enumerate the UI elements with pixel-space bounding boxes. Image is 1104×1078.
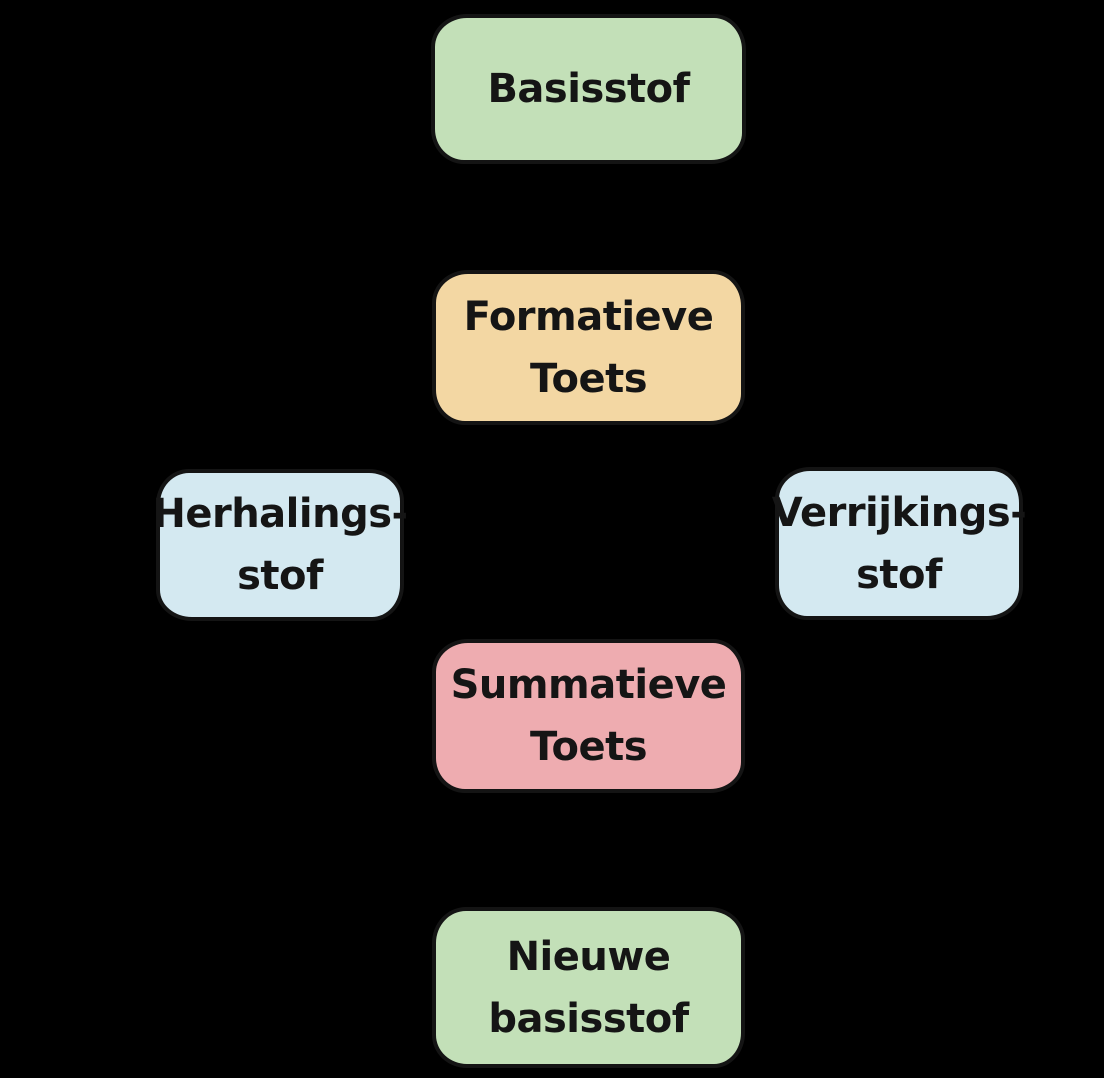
node-herhalingsstof-label-line2: stof: [237, 553, 323, 599]
node-summatieve-toets-label-line1: Summatieve: [450, 662, 727, 708]
node-verrijkingsstof-label-line2: stof: [856, 551, 942, 598]
node-verrijkingsstof-label-line1: Verrijkings-: [771, 489, 1027, 536]
node-summatieve-toets: Summatieve Toets: [432, 639, 745, 793]
node-basisstof-label: Basisstof: [487, 66, 690, 112]
node-nieuwe-basisstof-label-line2: basisstof: [488, 995, 689, 1042]
node-formatieve-toets-label-line1: Formatieve: [463, 293, 714, 340]
node-nieuwe-basisstof: Nieuwe basisstof: [432, 907, 745, 1068]
node-herhalingsstof: Herhalings- stof: [152, 469, 408, 621]
node-basisstof: Basisstof: [431, 14, 746, 164]
node-nieuwe-basisstof-label-line1: Nieuwe: [506, 933, 671, 980]
node-formatieve-toets: Formatieve Toets: [432, 270, 745, 425]
node-formatieve-toets-label-line2: Toets: [529, 355, 648, 402]
node-summatieve-toets-label-line2: Toets: [529, 724, 648, 770]
node-herhalingsstof-label-line1: Herhalings-: [152, 491, 408, 537]
node-verrijkingsstof: Verrijkings- stof: [772, 467, 1027, 620]
